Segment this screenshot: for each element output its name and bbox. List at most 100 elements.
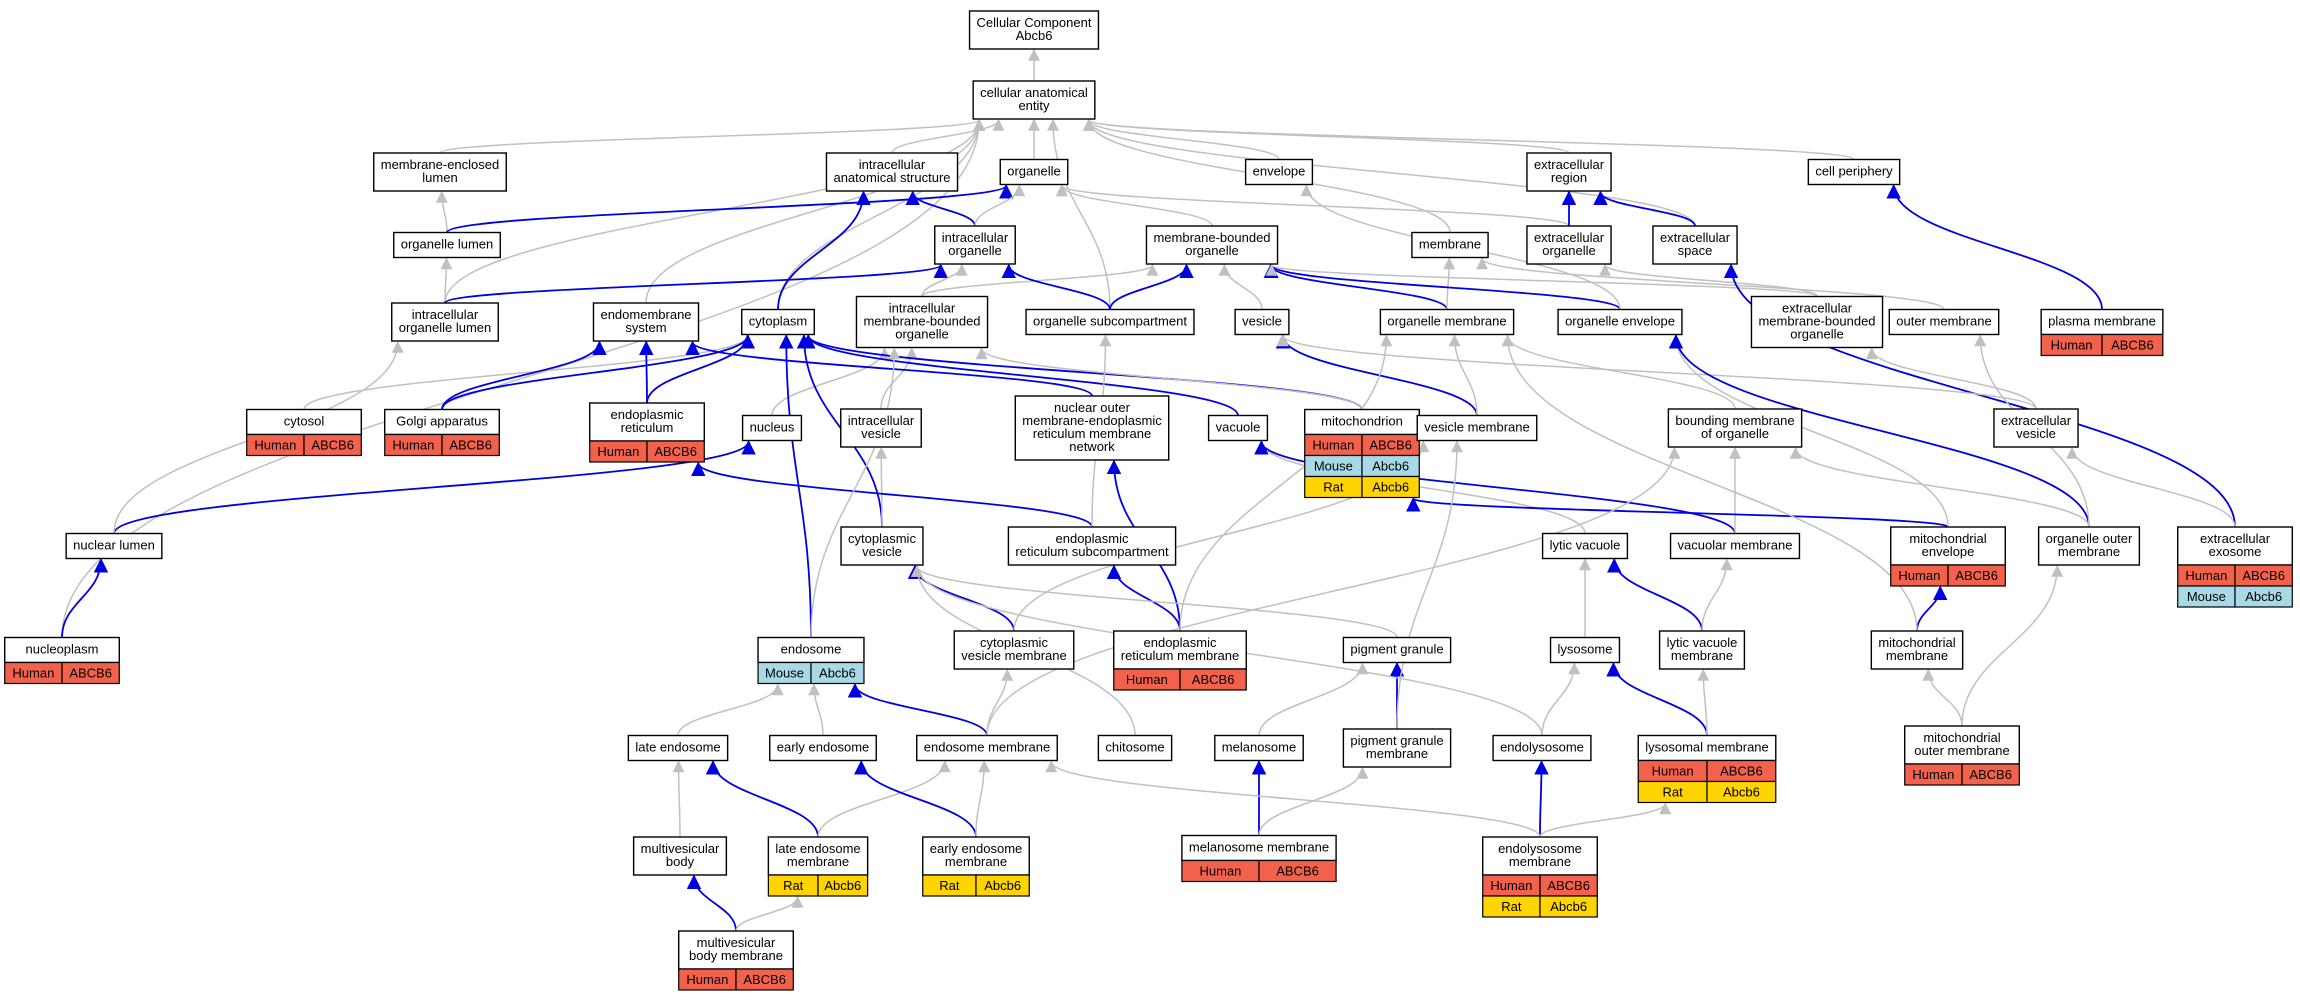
go-term-node-pigment[interactable]: pigment granule — [1342, 636, 1452, 664]
part-of-edge-early_endo_mem-to-early_endo — [854, 760, 977, 838]
node-box — [632, 836, 728, 876]
go-term-node-cytoplasm[interactable]: cytoplasm — [741, 308, 815, 336]
go-term-node-membrane[interactable]: membrane — [1411, 231, 1489, 259]
go-term-node-org_env[interactable]: organelle envelope — [1557, 308, 1683, 336]
node-label: cytosol — [284, 414, 325, 429]
species-label: Human — [254, 438, 296, 453]
species-label: Mouse — [1314, 459, 1353, 474]
go-term-node-org_mem[interactable]: organelle membrane — [1379, 308, 1515, 336]
go-term-node-nuc_lumen[interactable]: nuclear lumen — [65, 532, 163, 560]
node-box — [1658, 630, 1746, 670]
node-label: vacuolar membrane — [1678, 538, 1793, 553]
part-of-edge-ic_org-to-ias — [905, 190, 976, 227]
go-term-node-late_endo[interactable]: late endosome — [627, 734, 729, 762]
is-a-edge-endo_mem-to-bound_mem — [986, 446, 1681, 736]
go-term-node-vac_mem[interactable]: vacuolar membrane — [1669, 532, 1801, 560]
gene-cell — [810, 661, 865, 685]
node-label: vesicle membrane — [961, 648, 1067, 663]
is-a-edge-mito_mem-to-org_mem — [1501, 334, 1918, 632]
node-box — [840, 408, 922, 448]
go-term-node-early_endo[interactable]: early endosome — [769, 734, 877, 762]
go-term-node-vacuole[interactable]: vacuole — [1207, 414, 1269, 442]
node-box — [1807, 158, 1901, 186]
go-term-node-ves_mem[interactable]: vesicle membrane — [1416, 414, 1538, 442]
go-term-node-cellper[interactable]: cell periphery — [1807, 158, 1901, 186]
is-a-edge-ic_vesicle-to-imbo — [880, 347, 918, 410]
go-term-node-nucleus[interactable]: nucleus — [741, 414, 803, 442]
go-term-node-org_sub[interactable]: organelle subcompartment — [1025, 308, 1195, 336]
node-label: pigment granule — [1350, 733, 1443, 748]
node-label: early endosome — [930, 841, 1023, 856]
go-term-node-vesicle[interactable]: vesicle — [1234, 308, 1290, 336]
node-label: vesicle — [862, 544, 902, 559]
go-term-node-outer_mem[interactable]: outer membrane — [1888, 308, 2000, 336]
node-box — [916, 734, 1058, 762]
node-label: envelope — [1922, 544, 1975, 559]
node-label: endolysosome — [1498, 841, 1582, 856]
part-of-edge-org_env-to-mbo — [1264, 263, 1621, 311]
go-term-node-chitosome[interactable]: chitosome — [1097, 734, 1173, 762]
go-term-node-endo_mem[interactable]: endosome membrane — [916, 734, 1058, 762]
go-term-node-melanosome[interactable]: melanosome — [1214, 734, 1304, 762]
go-term-node-nuc_outer[interactable]: nuclear outermembrane-endoplasmicreticul… — [1014, 395, 1170, 461]
gene-label: Abcb6 — [1372, 480, 1409, 495]
go-term-node-lytic_vac[interactable]: lytic vacuole — [1541, 532, 1629, 560]
gene-cell — [303, 433, 362, 457]
go-term-node-org_lumen[interactable]: organelle lumen — [393, 231, 501, 259]
node-box — [1214, 734, 1304, 762]
gene-cell — [1258, 859, 1337, 883]
part-of-edge-late_endo_mem-to-late_endo — [705, 760, 819, 838]
go-term-node-lysosome[interactable]: lysosome — [1549, 636, 1621, 664]
go-term-node-endolyso[interactable]: endolysosome — [1492, 734, 1592, 762]
go-term-node-organelle[interactable]: organelle — [999, 158, 1069, 186]
node-box — [1342, 728, 1452, 768]
part-of-edge-endolyso_mem-to-endolyso — [1534, 760, 1549, 838]
node-label: cytoplasm — [749, 314, 808, 329]
node-label: region — [1551, 170, 1587, 185]
go-term-node-envelope[interactable]: envelope — [1244, 158, 1314, 186]
